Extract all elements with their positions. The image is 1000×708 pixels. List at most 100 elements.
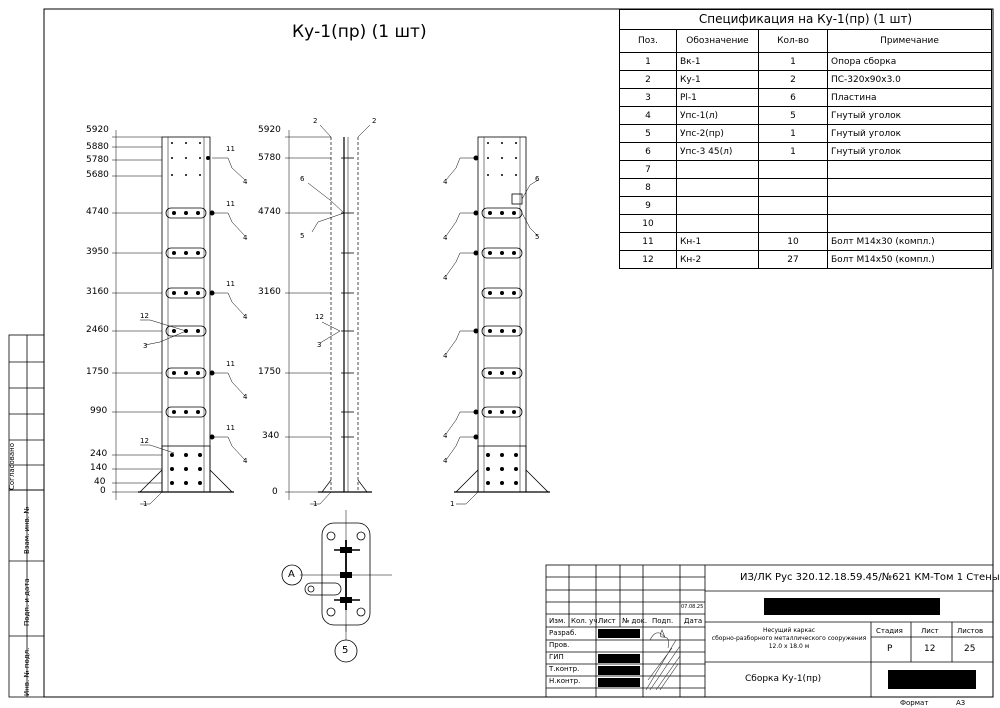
right-view [445, 136, 550, 505]
dim-label: 1750 [86, 367, 109, 377]
callout-4: 4 [443, 432, 448, 440]
dim-label: 2460 [86, 325, 109, 335]
spec-row: 8 [619, 178, 992, 197]
redacted-bar [598, 678, 640, 687]
specification-table: Спецификация на Ку-1(пр) (1 шт) Поз. Обо… [619, 9, 992, 269]
spec-col-designation: Обозначение [676, 29, 759, 53]
dim-label: 340 [262, 431, 280, 441]
spec-cell: Болт М14х50 (компл.) [827, 250, 992, 269]
spec-col-note: Примечание [827, 29, 992, 53]
side-stamp [8, 334, 45, 698]
callout-4: 4 [243, 234, 248, 242]
spec-cell: Pl-1 [676, 88, 759, 107]
spec-cell: 1 [758, 124, 828, 143]
spec-cell: 2 [619, 70, 677, 89]
callout-11: 11 [226, 145, 235, 153]
spec-cell [827, 214, 992, 233]
col-head-sign: Подп. [652, 617, 674, 625]
spec-cell: Ку-1 [676, 70, 759, 89]
object-line-1: Несущий каркас [762, 627, 816, 634]
spec-cell: 4 [619, 106, 677, 125]
callout-4: 4 [443, 178, 448, 186]
dim-label: 3160 [258, 287, 281, 297]
dim-label: 3160 [86, 287, 109, 297]
spec-cell [758, 160, 828, 179]
dim-label: 240 [90, 449, 108, 459]
dim-label: 140 [90, 463, 108, 473]
sheet-value: 12 [924, 644, 936, 654]
format-label: Формат [900, 699, 929, 707]
callout-2: 2 [313, 117, 318, 125]
callout-6: 6 [535, 175, 540, 183]
callout-4: 4 [443, 352, 448, 360]
callout-2: 2 [372, 117, 377, 125]
callout-1: 1 [450, 500, 455, 508]
callout-3: 3 [317, 341, 322, 349]
dim-label: 4740 [258, 207, 281, 217]
role-razrab: Разраб. [549, 629, 577, 637]
dim-label: 5780 [258, 153, 281, 163]
spec-cell [758, 178, 828, 197]
spec-cell [827, 178, 992, 197]
dim-label: 40 [94, 477, 106, 487]
sheet-name: Сборка Ку-1(пр) [745, 674, 822, 684]
dim-label: 0 [272, 487, 278, 497]
spec-cell: 3 [619, 88, 677, 107]
col-head-list: Лист [598, 617, 616, 625]
spec-cell [676, 178, 759, 197]
callout-4: 4 [243, 457, 248, 465]
spec-cell: 1 [758, 142, 828, 161]
side-agreed-label: Согласовано [8, 442, 16, 490]
dim-label: 3950 [86, 247, 109, 257]
dim-label: 5920 [86, 125, 109, 135]
spec-cell: Опора сборка [827, 52, 992, 71]
view-a-number: 5 [342, 645, 349, 656]
dim-label: 5680 [86, 170, 109, 180]
redacted-bar [888, 670, 976, 689]
spec-cell: Вк-1 [676, 52, 759, 71]
redacted-bar [598, 666, 640, 675]
spec-cell: 6 [758, 88, 828, 107]
dim-label: 5880 [86, 142, 109, 152]
callout-12: 12 [315, 313, 324, 321]
spec-cell [676, 214, 759, 233]
spec-cell: Кн-2 [676, 250, 759, 269]
spec-cell: 11 [619, 232, 677, 251]
callout-4: 4 [443, 274, 448, 282]
object-line-2: сборно-разборного металлического сооруже… [711, 635, 867, 642]
spec-row: 9 [619, 196, 992, 215]
dim-label: 5780 [86, 155, 109, 165]
spec-cell: Упс-3 45(л) [676, 142, 759, 161]
role-tkontr: Т.контр. [549, 665, 580, 673]
spec-cell: 1 [758, 52, 828, 71]
spec-cell [676, 160, 759, 179]
spec-cell [758, 196, 828, 215]
callout-12: 12 [140, 312, 149, 320]
left-view [112, 130, 246, 505]
side-inv-podl-label: Инв. № подл. [23, 647, 31, 696]
spec-cell: 6 [619, 142, 677, 161]
spec-cell [758, 214, 828, 233]
spec-cell: Кн-1 [676, 232, 759, 251]
spec-cell: Гнутый уголок [827, 106, 992, 125]
spec-cell: 10 [758, 232, 828, 251]
spec-cell: Упс-2(пр) [676, 124, 759, 143]
sheets-value: 25 [964, 644, 976, 654]
spec-row: 7 [619, 160, 992, 179]
dim-label: 4740 [86, 207, 109, 217]
side-inv-zam-label: Взам. инв. № [23, 506, 31, 554]
spec-cell: Болт М14х30 (компл.) [827, 232, 992, 251]
sheets-label: Листов [957, 627, 984, 635]
callout-11: 11 [226, 424, 235, 432]
date-value: 07.08.25 [681, 604, 704, 610]
callout-1: 1 [313, 500, 318, 508]
spec-cell: Гнутый уголок [827, 142, 992, 161]
callout-11: 11 [226, 200, 235, 208]
